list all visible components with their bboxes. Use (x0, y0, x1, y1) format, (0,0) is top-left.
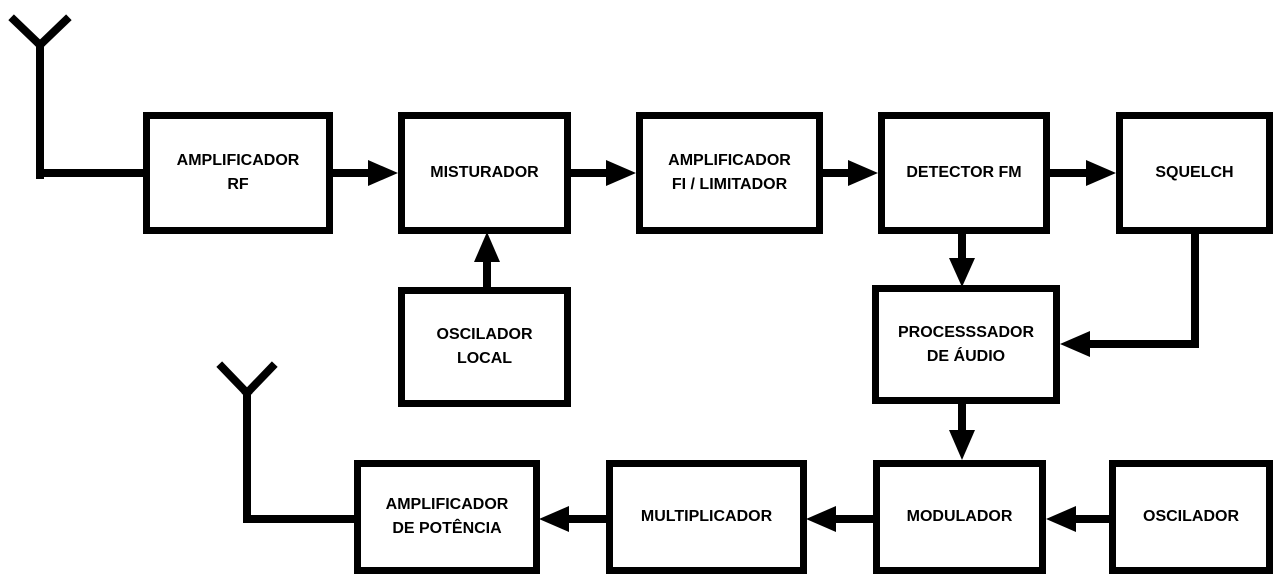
arrowhead-rf-to-mixer (368, 160, 398, 186)
squelch-label: SQUELCH (1155, 164, 1234, 181)
amplificador-rf-label: AMPLIFICADOR RF (176, 152, 300, 193)
arrowhead-detector-to-squelch (1086, 160, 1116, 186)
detector-fm-block: DETECTOR FM (878, 112, 1050, 234)
multiplicador-label: MULTIPLICADOR (640, 508, 773, 525)
amplificador-fi-block: AMPLIFICADOR FI / LIMITADOR (636, 112, 823, 234)
amplificador-rf-block: AMPLIFICADOR RF (143, 112, 333, 234)
squelch-to-audio-line (1081, 229, 1199, 348)
amplificador-fi-label: AMPLIFICADOR FI / LIMITADOR (668, 152, 791, 193)
arrowhead-mult-to-power (539, 506, 569, 532)
arrowhead-fi-to-detector (848, 160, 878, 186)
amplificador-potencia-label: AMPLIFICADOR DE POTÊNCIA (385, 496, 509, 537)
processador-audio-label: PROCESSSADOR DE ÁUDIO (897, 323, 1035, 365)
arrowhead-osc-to-mixer (474, 232, 500, 262)
oscilador-local-label: OSCILADOR LOCAL (436, 326, 533, 367)
amplificador-potencia-block: AMPLIFICADOR DE POTÊNCIA (354, 460, 540, 574)
modulador-label: MODULADOR (906, 508, 1013, 525)
detector-fm-label: DETECTOR FM (906, 164, 1022, 181)
transmit-antenna-icon (216, 361, 278, 523)
misturador-block: MISTURADOR (398, 112, 571, 234)
receive-antenna-icon (8, 14, 72, 179)
arrowhead-modulator-to-mult (806, 506, 836, 532)
multiplicador-block: MULTIPLICADOR (606, 460, 807, 574)
arrowhead-audio-to-modulator (949, 430, 975, 460)
oscilador-local-block: OSCILADOR LOCAL (398, 287, 571, 407)
misturador-label: MISTURADOR (430, 164, 539, 181)
arrowhead-osc-to-modulator (1046, 506, 1076, 532)
arrowhead-squelch-to-audio (1060, 331, 1090, 357)
modulador-block: MODULADOR (873, 460, 1046, 574)
oscilador-label: OSCILADOR (1143, 508, 1239, 525)
squelch-block: SQUELCH (1116, 112, 1273, 234)
arrowhead-detector-to-audio (949, 258, 975, 287)
processador-audio-block: PROCESSSADOR DE ÁUDIO (872, 285, 1060, 404)
arrowhead-mixer-to-fi (606, 160, 636, 186)
oscilador-block: OSCILADOR (1109, 460, 1273, 574)
